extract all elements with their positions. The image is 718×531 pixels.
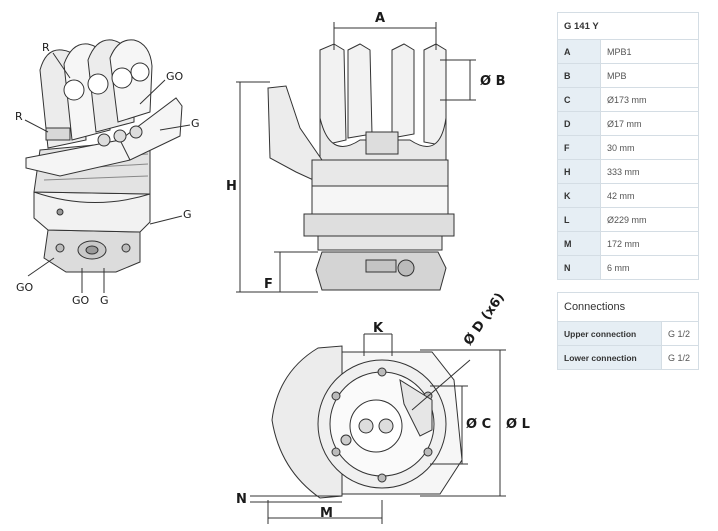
isometric-labels: R R GO G G GO GO G: [15, 41, 200, 307]
label-n: N: [236, 492, 247, 507]
spec-value: 172 mm: [600, 231, 699, 256]
spec-value: Ø229 mm: [600, 207, 699, 232]
top-view: [250, 333, 506, 524]
spec-key: K: [557, 183, 601, 208]
product-title: G 141 Y: [557, 12, 699, 40]
spec-value: 42 mm: [600, 183, 699, 208]
spec-key: H: [557, 159, 601, 184]
label-m: M: [320, 506, 333, 521]
label-g-bottom: G: [100, 294, 109, 307]
connection-value: G 1/2: [661, 321, 699, 346]
label-go-top: GO: [166, 70, 184, 83]
isometric-view: [24, 39, 191, 293]
spec-value: MPB: [600, 63, 699, 88]
spec-value: 30 mm: [600, 135, 699, 160]
spec-value: 6 mm: [600, 255, 699, 280]
label-k: K: [373, 321, 384, 336]
label-go-bottom: GO: [72, 294, 90, 307]
label-c: Ø C: [466, 417, 491, 432]
connection-label: Upper connection: [557, 321, 662, 346]
connection-label: Lower connection: [557, 345, 662, 370]
spec-key: D: [557, 111, 601, 136]
spec-key: C: [557, 87, 601, 112]
label-go-left: GO: [16, 281, 34, 294]
spec-value: Ø173 mm: [600, 87, 699, 112]
spec-value: MPB1: [600, 39, 699, 64]
label-r-left: R: [15, 110, 23, 123]
label-g-ring: G: [183, 208, 192, 221]
connections-title: Connections: [557, 292, 699, 322]
side-view: [236, 22, 476, 293]
rotator-technical-drawing: R R GO G G GO GO G: [15, 11, 530, 524]
label-b: Ø B: [480, 74, 506, 89]
spec-key: A: [557, 39, 601, 64]
spec-value: Ø17 mm: [600, 111, 699, 136]
label-f: F: [264, 277, 273, 292]
spec-key: N: [557, 255, 601, 280]
connection-value: G 1/2: [661, 345, 699, 370]
label-d: Ø D (x6): [461, 290, 508, 348]
spec-key: F: [557, 135, 601, 160]
label-g-right: G: [191, 117, 200, 130]
spec-key: B: [557, 63, 601, 88]
side-labels: A Ø B H F: [226, 11, 506, 292]
spec-value: 333 mm: [600, 159, 699, 184]
spec-key: M: [557, 231, 601, 256]
label-r-top: R: [42, 41, 50, 54]
label-h: H: [226, 179, 237, 194]
label-a: A: [375, 11, 385, 26]
spec-key: L: [557, 207, 601, 232]
label-l: Ø L: [506, 417, 530, 432]
